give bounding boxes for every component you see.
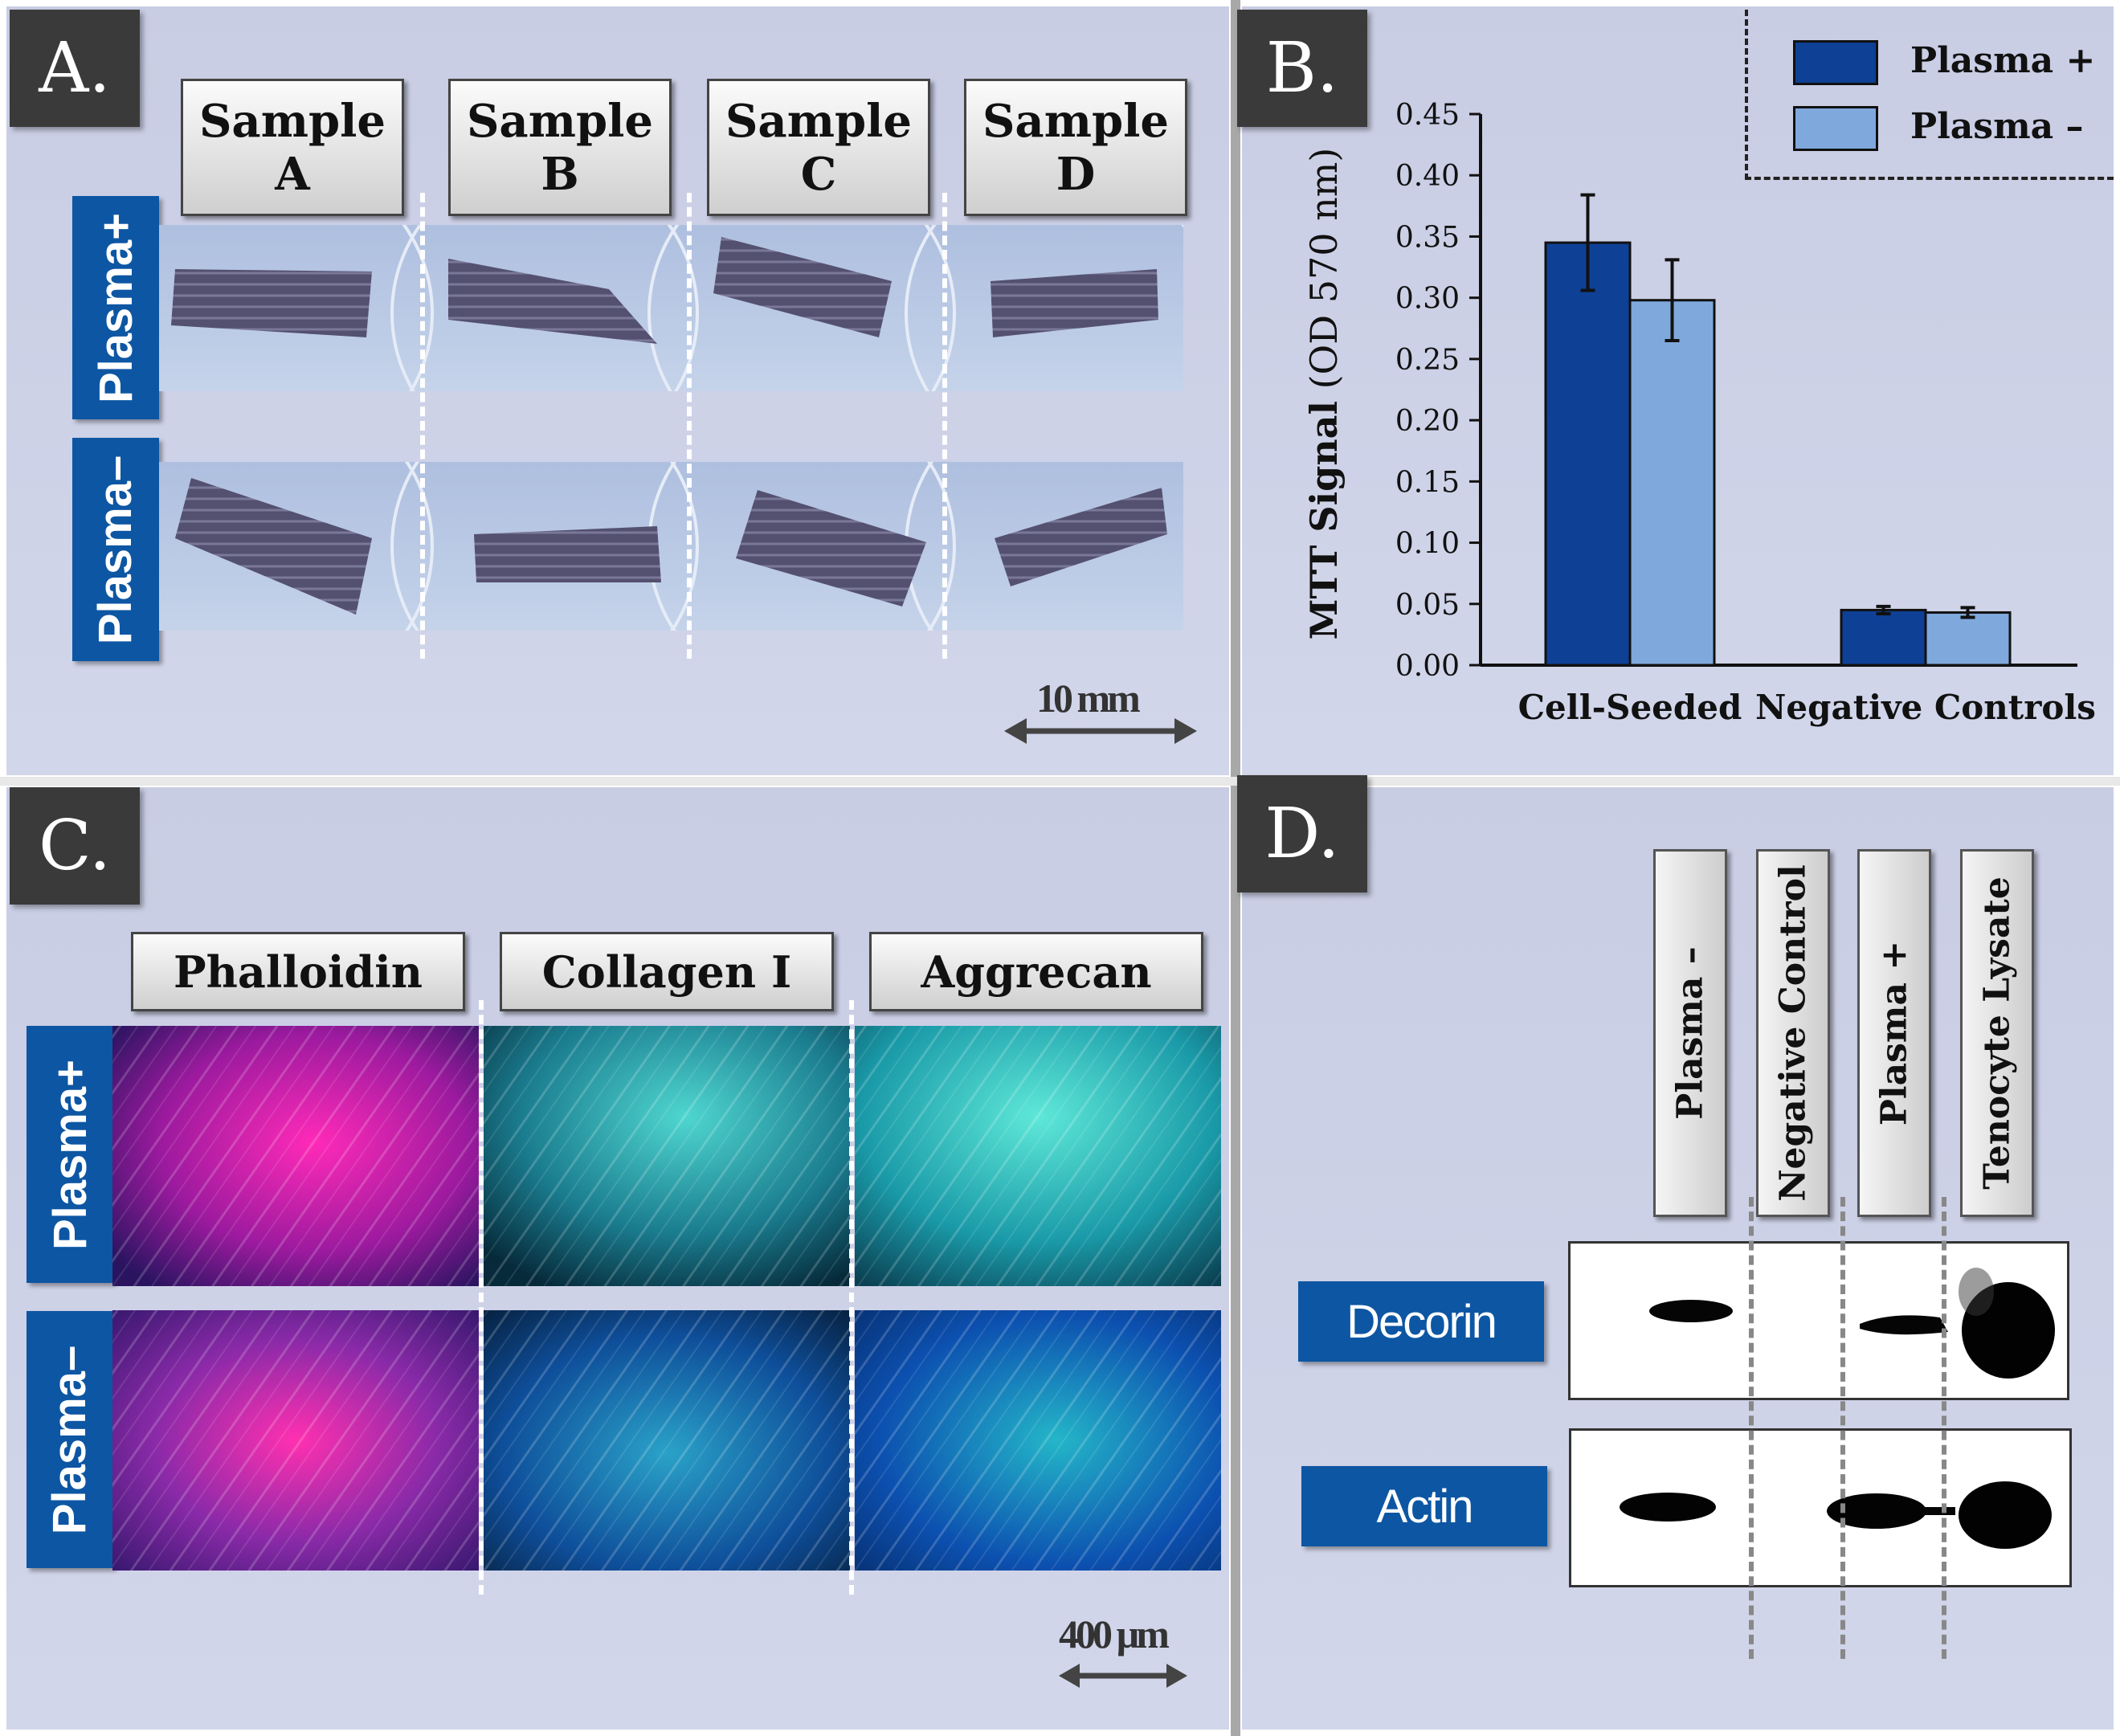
scaffold-photo-plasma-minus [159, 462, 1183, 631]
stain-header-collagen: Collagen I [500, 932, 834, 1011]
legend-swatch-plasma-plus [1793, 40, 1878, 85]
y-tick-label: 0.15 [1395, 466, 1460, 499]
stain-header-phalloidin: Phalloidin [131, 932, 465, 1011]
bar [1924, 611, 2012, 667]
row-tab-plasma-minus-a: Plasma– [72, 438, 159, 661]
legend-swatch-plasma-minus [1793, 106, 1878, 151]
legend-box [1745, 10, 2114, 180]
blot-label-decorin: Decorin [1298, 1281, 1544, 1362]
western-blot-decorin [1568, 1241, 2069, 1400]
stain-divider-1 [479, 1000, 484, 1595]
row-tab-plasma-plus-c: Plasma+ [27, 1026, 113, 1283]
row-tab-plasma-minus-c: Plasma– [27, 1311, 113, 1568]
lane-header-plasma-plus: Plasma + [1857, 849, 1931, 1217]
sample-d-header: Sample D [964, 79, 1187, 216]
sample-divider-2 [687, 193, 692, 659]
scale-label-400um: 400 µm [1059, 1611, 1170, 1656]
lane-header-plasma-minus: Plasma – [1653, 849, 1727, 1217]
lane-divider-2 [1840, 1197, 1845, 1659]
y-tick-label: 0.10 [1395, 528, 1460, 561]
y-tick-label: 0.45 [1395, 99, 1460, 132]
sample-divider-3 [942, 193, 947, 659]
sample-b-header: Sample B [448, 79, 672, 216]
lane-header-tenocyte-lysate: Tenocyte Lysate [1960, 849, 2034, 1217]
row-tab-plasma-plus-a: Plasma+ [72, 196, 159, 419]
bar [1628, 299, 1716, 667]
y-tick-label: 0.35 [1395, 221, 1460, 254]
sample-a-header: Sample A [181, 79, 404, 216]
stain-divider-2 [849, 1000, 854, 1595]
y-tick-label: 0.25 [1395, 344, 1460, 377]
blot-label-actin: Actin [1301, 1466, 1547, 1546]
sample-divider-1 [420, 193, 425, 659]
scale-arrow-c [1059, 1664, 1187, 1688]
panel-label-a: A. [10, 10, 140, 127]
legend-label-plasma-minus: Plasma – [1910, 106, 2084, 147]
horizontal-divider [0, 777, 2120, 786]
fluorescence-micrographs [112, 1026, 1221, 1571]
mtt-bar-chart: 0.00 0.05 0.10 0.15 0.20 0.25 0.30 0.35 0.40 0.45… [1395, 99, 2096, 727]
scale-arrow-a [1004, 718, 1197, 744]
bar [1840, 608, 1927, 667]
lane-header-negative-control: Negative Control [1756, 849, 1830, 1217]
panel-label-c: C. [10, 787, 140, 905]
scaffold-photo-plasma-plus [159, 225, 1183, 391]
lane-divider-3 [1942, 1197, 1946, 1659]
x-category-label: Negative Controls [1755, 688, 2096, 727]
panel-label-b: B. [1237, 10, 1367, 127]
y-tick-label: 0.20 [1395, 405, 1460, 438]
panel-label-d: D. [1237, 775, 1367, 893]
western-blot-actin [1569, 1428, 2072, 1587]
y-tick-label: 0.05 [1395, 589, 1460, 622]
y-tick-label: 0.00 [1395, 650, 1460, 683]
y-tick-label: 0.30 [1395, 283, 1460, 316]
x-category-label: Cell-Seeded [1518, 688, 1742, 727]
lane-divider-1 [1749, 1197, 1754, 1659]
scale-label-10mm: 10 mm [1036, 676, 1141, 721]
legend-label-plasma-plus: Plasma + [1910, 40, 2096, 81]
bar [1544, 241, 1632, 667]
sample-c-header: Sample C [707, 79, 930, 216]
y-tick-label: 0.40 [1395, 160, 1460, 193]
vertical-divider [1231, 0, 1240, 1736]
stain-header-aggrecan: Aggrecan [869, 932, 1203, 1011]
